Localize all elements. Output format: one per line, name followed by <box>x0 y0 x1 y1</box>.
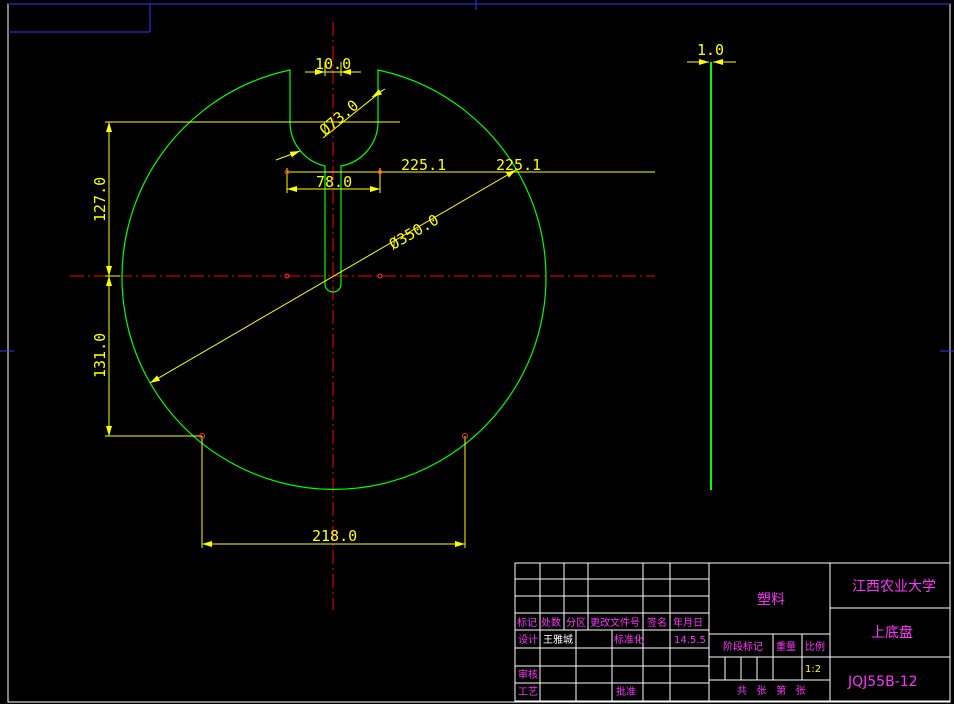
scale-value: 1:2 <box>805 664 821 675</box>
dim-main-diameter: Ø350.0 <box>386 211 442 254</box>
hdr-count: 处数 <box>541 616 561 629</box>
design-label: 设计 <box>518 633 538 646</box>
dimension-texts: 10.0 Ø73.0 78.0 225.1 225.1 Ø350.0 127.0… <box>91 41 724 545</box>
dim-side-thickness: 1.0 <box>697 41 724 59</box>
dim-slot-diameter: Ø73.0 <box>316 96 362 139</box>
hole-markers <box>199 169 468 439</box>
hdr-mark: 标记 <box>517 617 537 629</box>
title-block <box>514 562 951 702</box>
designer-name: 王雅城 <box>543 633 573 646</box>
sheets-label: 共 张 第 张 <box>737 684 806 697</box>
material: 塑料 <box>757 592 785 608</box>
hdr-zone: 分区 <box>566 617 586 629</box>
drawing-number: JQJ55B-12 <box>847 674 918 690</box>
hdr-change-doc: 更改文件号 <box>590 616 640 629</box>
dim-upper-height: 127.0 <box>91 177 109 222</box>
stage-label: 阶段标记 <box>723 640 763 653</box>
dim-slot-width: 10.0 <box>315 55 351 73</box>
institution: 江西农业大学 <box>852 579 936 595</box>
scale-label: 比例 <box>805 640 825 653</box>
hdr-date: 年月日 <box>673 616 703 629</box>
title-block-texts: 标记 处数 分区 更改文件号 签名 年月日 设计 王雅城 标准化 14.5.5 … <box>517 579 936 698</box>
review-label: 审核 <box>518 668 538 681</box>
hdr-signature: 签名 <box>647 616 667 629</box>
approve-label: 批准 <box>616 685 636 698</box>
dim-lower-height: 131.0 <box>91 333 109 378</box>
dim-bottom-width: 218.0 <box>312 527 357 545</box>
weight-label: 重量 <box>776 640 796 653</box>
process-label: 工艺 <box>518 686 538 698</box>
part-name: 上底盘 <box>871 624 913 641</box>
dimension-lines <box>105 59 736 548</box>
dim-offset-right: 225.1 <box>496 156 541 174</box>
design-date: 14.5.5 <box>674 635 706 646</box>
standardize-label: 标准化 <box>614 633 644 646</box>
center-lines <box>70 22 655 610</box>
dim-offset-left: 225.1 <box>401 156 446 174</box>
dim-cut-width: 78.0 <box>316 173 352 191</box>
